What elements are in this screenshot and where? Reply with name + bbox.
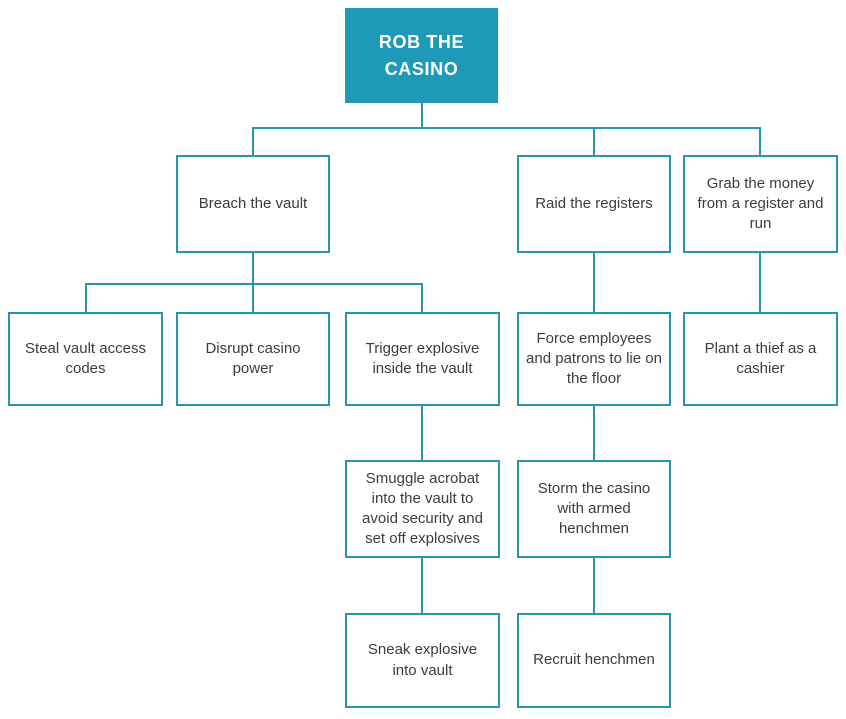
connector-to-disrupt [252,283,254,312]
node-grab-money-and-run: Grab the money from a register and run [683,155,838,253]
node-trigger-explosive: Trigger explosive inside the vault [345,312,500,406]
node-steal-vault-access-codes: Steal vault access codes [8,312,163,406]
node-breach-the-vault: Breach the vault [176,155,330,253]
connector-grab-to-plant [759,253,761,312]
connector-to-raid [593,127,595,155]
connector-to-trigger [421,283,423,312]
connector-trigger-to-smuggle [421,406,423,460]
node-smuggle-acrobat: Smuggle acrobat into the vault to avoid … [345,460,500,558]
node-storm-casino-henchmen: Storm the casino with armed henchmen [517,460,671,558]
node-sneak-explosive: Sneak explosive into vault [345,613,500,708]
connector-force-to-storm [593,406,595,460]
connector-level1-bus [252,127,761,129]
node-recruit-henchmen: Recruit henchmen [517,613,671,708]
connector-breach-down [252,253,254,284]
node-plant-thief-as-cashier: Plant a thief as a cashier [683,312,838,406]
connector-level2-bus [85,283,423,285]
node-raid-the-registers: Raid the registers [517,155,671,253]
connector-to-steal [85,283,87,312]
node-rob-the-casino: ROB THE CASINO [345,8,498,103]
node-disrupt-casino-power: Disrupt casino power [176,312,330,406]
connector-storm-to-recruit [593,558,595,613]
connector-root-down [421,103,423,129]
connector-raid-to-force [593,253,595,312]
connector-to-grab [759,127,761,155]
node-force-employees-patrons: Force employees and patrons to lie on th… [517,312,671,406]
connector-to-breach [252,127,254,155]
connector-smuggle-to-sneak [421,558,423,613]
